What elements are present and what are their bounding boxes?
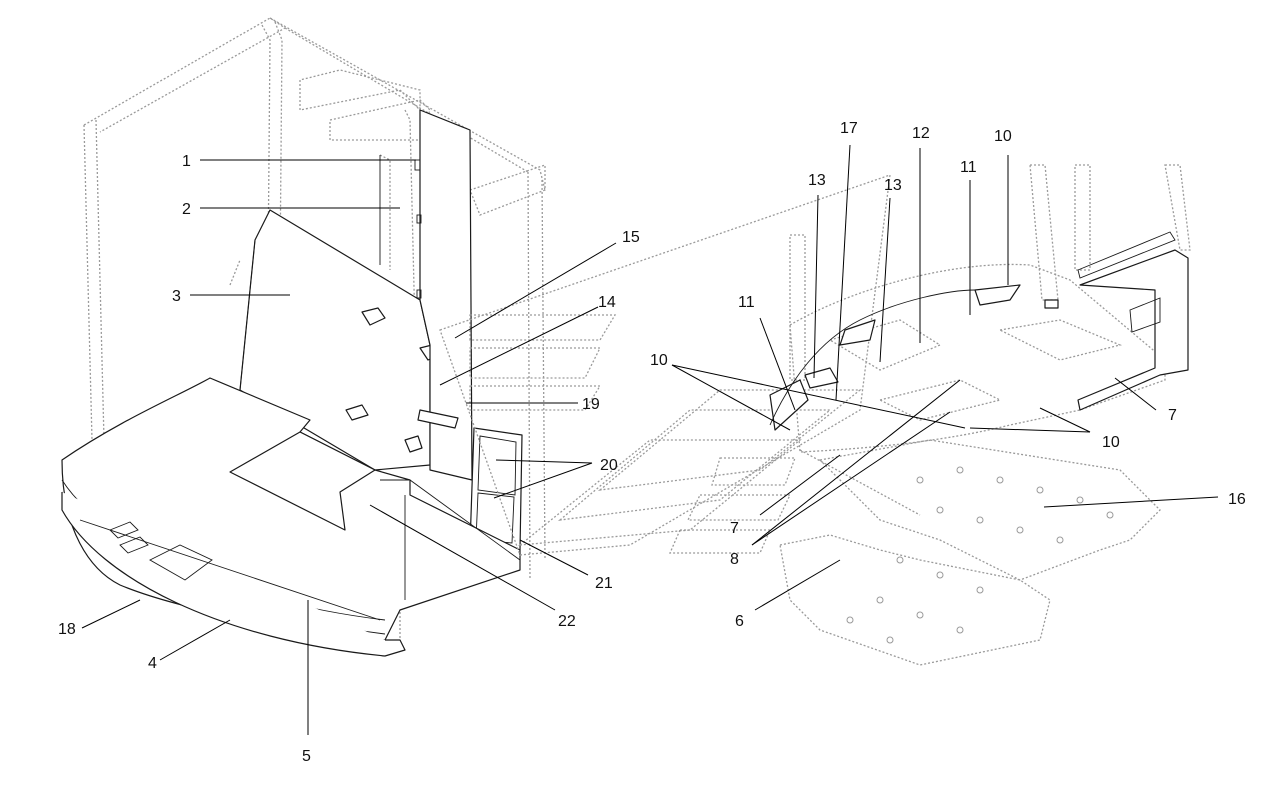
callout-19: 19 bbox=[582, 396, 600, 413]
callout-labels: 1 2 3 15 14 19 20 21 22 5 4 18 17 12 10 … bbox=[58, 120, 1246, 765]
callout-12: 12 bbox=[912, 125, 930, 142]
callout-2: 2 bbox=[182, 201, 191, 218]
right-floor-frame-ghost bbox=[789, 164, 1191, 453]
callout-1: 1 bbox=[182, 153, 191, 170]
right-side-panel-2 bbox=[414, 109, 473, 481]
callout-20: 20 bbox=[600, 457, 618, 474]
callout-4: 4 bbox=[148, 655, 157, 672]
callout-16: 16 bbox=[1228, 491, 1246, 508]
floor-panel-5 bbox=[61, 377, 521, 657]
callout-22: 22 bbox=[558, 613, 576, 630]
callout-13-right: 13 bbox=[884, 177, 902, 194]
callout-11-right: 11 bbox=[960, 159, 977, 176]
callout-3: 3 bbox=[172, 288, 181, 305]
floor-plate-16 bbox=[779, 439, 1161, 666]
callout-10-left: 10 bbox=[650, 352, 668, 369]
callout-15: 15 bbox=[622, 229, 640, 246]
callout-11-left: 11 bbox=[738, 294, 755, 311]
callout-6: 6 bbox=[735, 613, 744, 630]
ghost-duct-outline bbox=[439, 174, 891, 556]
callout-17: 17 bbox=[840, 120, 858, 137]
brackets-10-11 bbox=[769, 284, 1021, 431]
callout-10-top: 10 bbox=[994, 128, 1012, 145]
leader-lines bbox=[81, 144, 1219, 735]
callout-10-right: 10 bbox=[1102, 434, 1120, 451]
callout-7-right: 7 bbox=[1168, 407, 1177, 424]
cab-back-wall-7 bbox=[1044, 231, 1189, 411]
callout-14: 14 bbox=[598, 294, 616, 311]
callout-18: 18 bbox=[58, 621, 76, 638]
callout-21: 21 bbox=[595, 575, 613, 592]
callout-13-left: 13 bbox=[808, 172, 826, 189]
callout-7-mid: 7 bbox=[730, 520, 739, 537]
callout-5: 5 bbox=[302, 748, 311, 765]
callout-8: 8 bbox=[730, 551, 739, 568]
